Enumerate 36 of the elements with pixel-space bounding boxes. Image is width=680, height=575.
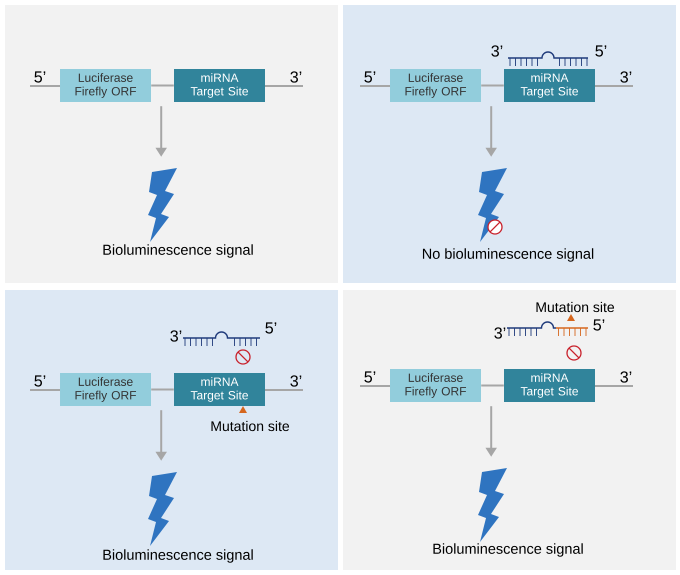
strand-end-label: 5’ <box>34 71 46 83</box>
lightning-bolt <box>478 468 507 542</box>
strand-end-label: 5’ <box>265 322 276 334</box>
signal-caption: Bioluminescence signal <box>103 244 253 258</box>
orf-box: Luciferase Firefly ORF <box>60 373 151 406</box>
signal-caption: Bioluminescence signal <box>103 549 253 563</box>
signal-caption: Bioluminescence signal <box>433 543 583 557</box>
orf-box: Luciferase Firefly ORF <box>390 69 481 102</box>
mrna-strand <box>151 84 174 86</box>
strand-end-label: 5’ <box>364 71 376 83</box>
strand-end-label: 3’ <box>170 330 182 342</box>
target-site-box: miRNA Target Site <box>174 69 265 102</box>
strand-end-label: 3’ <box>620 371 632 383</box>
strand-end-label: 5’ <box>364 371 376 383</box>
mrna-strand <box>481 84 504 86</box>
mutation-site-label: Mutation site <box>536 302 614 312</box>
lightning-bolt <box>148 472 177 546</box>
orf-box: Luciferase Firefly ORF <box>60 69 151 102</box>
mrna-strand <box>481 384 504 386</box>
lightning-bolt <box>478 168 507 242</box>
strand-end-label: 3’ <box>290 375 302 387</box>
strand-end-label: 5’ <box>593 319 604 331</box>
strand-end-label: 3’ <box>620 71 632 83</box>
mrna-strand <box>151 388 174 390</box>
mutation-site-label: Mutation site <box>211 420 290 432</box>
target-site-box: miRNA Target Site <box>504 69 595 102</box>
target-site-box: miRNA Target Site <box>174 373 265 406</box>
strand-end-label: 3’ <box>290 71 302 83</box>
signal-caption: No bioluminescence signal <box>422 248 594 262</box>
strand-end-label: 3’ <box>491 45 502 57</box>
strand-end-label: 5’ <box>595 45 606 57</box>
strand-end-label: 5’ <box>34 375 46 387</box>
strand-end-label: 3’ <box>494 327 506 339</box>
lightning-bolt <box>148 168 177 242</box>
orf-box: Luciferase Firefly ORF <box>390 369 481 402</box>
target-site-box: miRNA Target Site <box>504 369 595 402</box>
